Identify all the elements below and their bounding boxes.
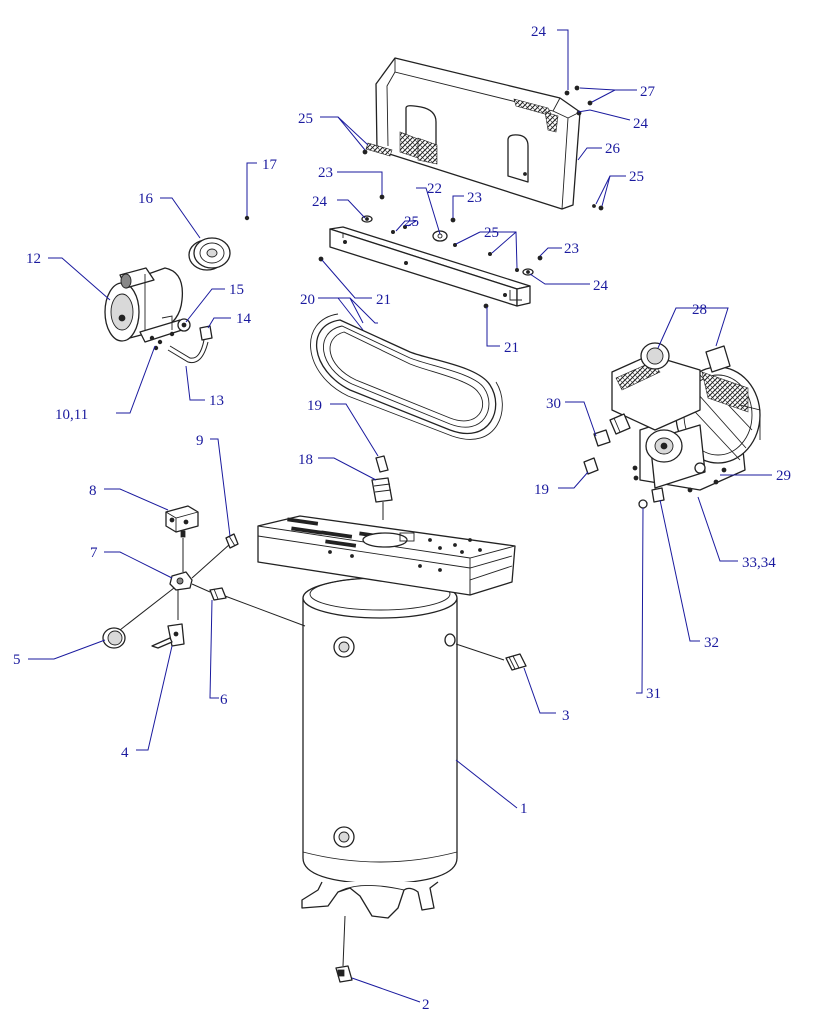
safety-valve	[225, 533, 239, 549]
callout-25-guard-right: 25	[629, 169, 644, 185]
callout-23-right: 23	[564, 241, 579, 257]
callout-29: 29	[776, 468, 791, 484]
belt-guard	[365, 57, 581, 210]
callout-26: 26	[605, 141, 621, 157]
callout-24-left: 24	[312, 194, 328, 210]
callout-3: 3	[562, 708, 570, 724]
callout-24-right: 24	[593, 278, 609, 294]
callout-labels: 1 2 3 4 5 6 7 8 9 10,11 12 13 14 15 16 1…	[13, 24, 791, 1013]
pump-fittings	[583, 413, 665, 509]
manifold	[119, 538, 306, 631]
callout-27: 27	[640, 84, 656, 100]
callout-8: 8	[89, 483, 97, 499]
callout-25-bracket-left: 25	[404, 214, 419, 230]
callout-32: 32	[704, 635, 719, 651]
drive-belt	[310, 313, 503, 440]
tank-nipple	[209, 587, 227, 601]
callout-21-right: 21	[504, 340, 519, 356]
callout-24-guard: 24	[633, 116, 649, 132]
callout-23-mid: 23	[467, 190, 482, 206]
check-valve	[371, 455, 393, 520]
motor-pulley	[188, 215, 250, 271]
callout-6: 6	[220, 692, 228, 708]
callout-22: 22	[427, 181, 442, 197]
callout-28: 28	[692, 302, 707, 318]
callout-13: 13	[209, 393, 224, 409]
leader-lines	[28, 29, 772, 1003]
callout-33-34: 33,34	[742, 555, 776, 571]
callout-19-pump: 19	[534, 482, 549, 498]
callout-17: 17	[262, 157, 278, 173]
callout-25-bracket-right: 25	[484, 225, 499, 241]
callout-30: 30	[546, 396, 561, 412]
fasteners	[318, 85, 604, 309]
motor-cord	[167, 318, 213, 364]
mounting-plate	[257, 515, 516, 596]
callout-9: 9	[196, 433, 204, 449]
ball-valve	[151, 623, 185, 649]
callout-1: 1	[520, 801, 528, 817]
callout-21-left: 21	[376, 292, 391, 308]
callout-5: 5	[13, 652, 21, 668]
callout-7: 7	[90, 545, 98, 561]
callout-10-11: 10,11	[55, 407, 88, 423]
callout-18: 18	[298, 452, 313, 468]
callout-24-top: 24	[531, 24, 547, 40]
drain-valve	[335, 915, 353, 983]
air-tank	[301, 577, 458, 919]
tank-plug	[455, 643, 527, 671]
callout-4: 4	[121, 745, 129, 761]
callout-2: 2	[422, 997, 430, 1013]
pressure-switch	[165, 505, 199, 538]
callout-23-left: 23	[318, 165, 333, 181]
callout-20: 20	[300, 292, 315, 308]
guard-bracket	[329, 226, 531, 307]
callout-14: 14	[236, 311, 252, 327]
callout-31: 31	[646, 686, 661, 702]
callout-16: 16	[138, 191, 154, 207]
callout-19-tube: 19	[307, 398, 322, 414]
callout-12: 12	[26, 251, 41, 267]
electric-motor	[104, 267, 184, 351]
callout-15: 15	[229, 282, 244, 298]
callout-25-guard-left: 25	[298, 111, 313, 127]
pressure-gauge	[102, 627, 126, 649]
compressor-pump	[611, 342, 761, 493]
